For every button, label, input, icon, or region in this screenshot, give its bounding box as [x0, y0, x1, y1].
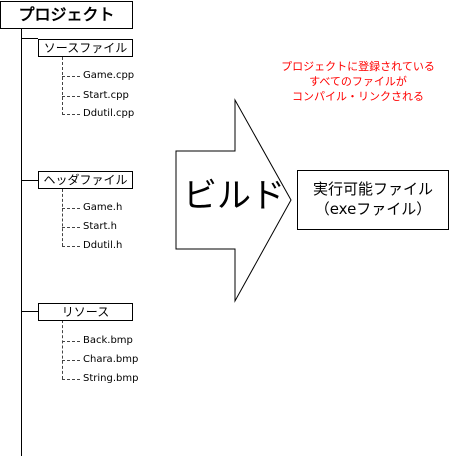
group-source-files: ソースファイル	[38, 39, 133, 57]
connector-headers	[21, 180, 38, 181]
file-label: String.bmp	[83, 373, 139, 384]
branch-line-sources	[62, 57, 63, 115]
tree-trunk-line	[21, 29, 22, 456]
file-label: Start.cpp	[83, 90, 129, 101]
file-label: Ddutil.h	[83, 240, 123, 251]
branch-line-resources	[62, 320, 63, 379]
note-line: プロジェクトに登録されている	[281, 60, 435, 73]
build-arrow-shape	[175, 98, 292, 303]
project-root-box: プロジェクト	[0, 1, 133, 29]
leaf-line	[62, 96, 80, 97]
build-label: ビルド	[183, 176, 285, 216]
connector-sources	[21, 38, 38, 39]
file-label: Start.h	[83, 221, 117, 232]
leaf-line	[62, 227, 80, 228]
branch-line-headers	[62, 189, 63, 246]
leaf-line	[62, 76, 80, 77]
executable-file-label: 実行可能ファイル	[312, 180, 433, 198]
group-resources: リソース	[38, 303, 133, 321]
leaf-line	[62, 379, 80, 380]
file-label: Game.h	[83, 202, 123, 213]
leaf-line	[62, 114, 80, 115]
leaf-line	[62, 360, 80, 361]
exe-file-label: （exeファイル）	[314, 200, 432, 218]
leaf-line	[62, 246, 80, 247]
file-label: Chara.bmp	[83, 354, 139, 365]
note-line: コンパイル・リンクされる	[292, 90, 424, 103]
file-label: Game.cpp	[83, 70, 135, 81]
executable-file-box: 実行可能ファイル （exeファイル）	[297, 170, 449, 230]
file-label: Back.bmp	[83, 335, 133, 346]
compile-note: プロジェクトに登録されている すべてのファイルが コンパイル・リンクされる	[268, 59, 448, 104]
leaf-line	[62, 208, 80, 209]
leaf-line	[62, 341, 80, 342]
connector-resources	[21, 311, 38, 312]
group-header-files: ヘッダファイル	[38, 171, 133, 189]
note-line: すべてのファイルが	[309, 75, 407, 88]
file-label: Ddutil.cpp	[83, 108, 135, 119]
